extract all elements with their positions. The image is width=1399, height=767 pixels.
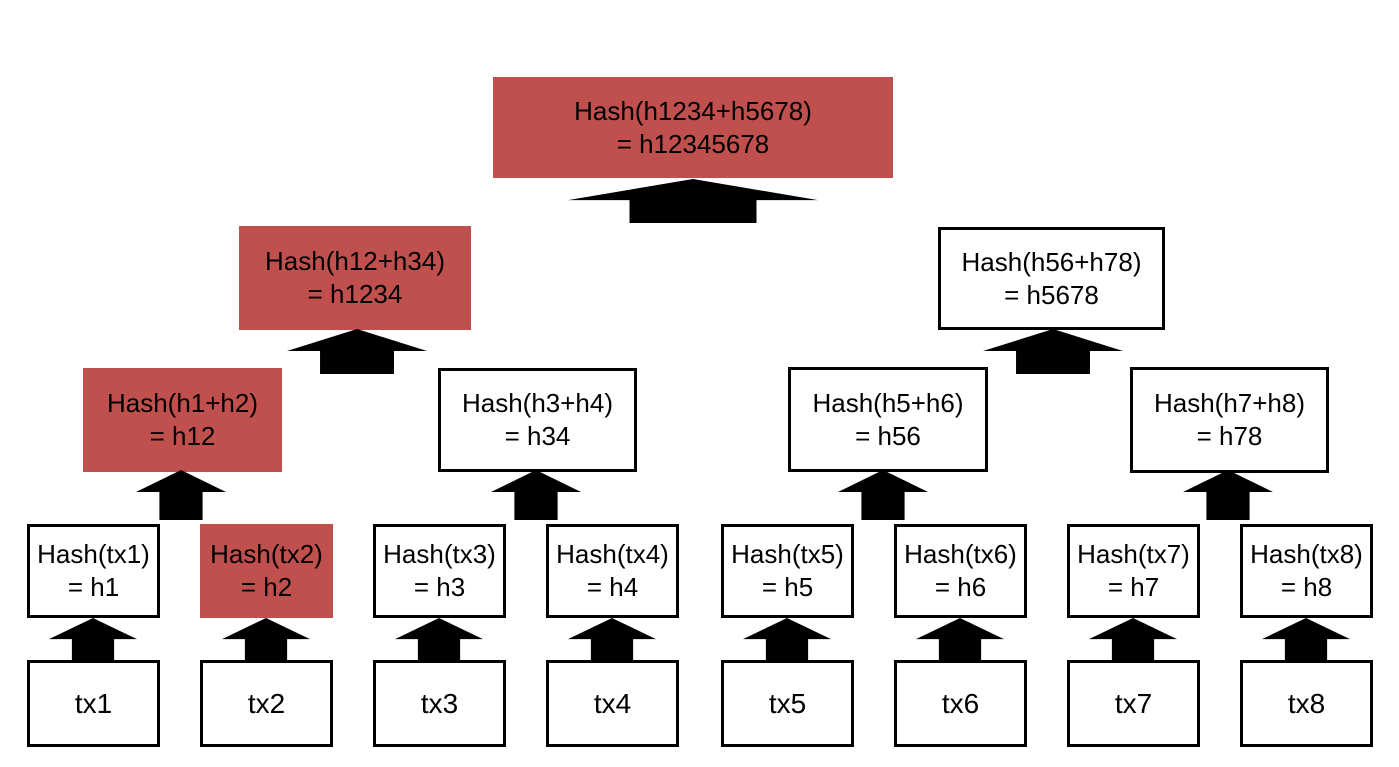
leaf-label: tx8 bbox=[1287, 688, 1326, 719]
leaf-tx6: tx6 bbox=[894, 660, 1027, 747]
node-label-line2: = h12345678 bbox=[616, 128, 770, 159]
leaf-label: tx7 bbox=[1114, 688, 1153, 719]
node-h78: Hash(h7+h8) = h78 bbox=[1130, 367, 1329, 473]
node-label-line1: Hash(tx3) bbox=[383, 539, 496, 569]
node-label-line2: = h8 bbox=[1280, 572, 1333, 602]
node-label-line2: = h2 bbox=[240, 572, 293, 602]
node-h8: Hash(tx8) = h8 bbox=[1240, 524, 1373, 618]
node-label-line2: = h5 bbox=[761, 572, 814, 602]
leaf-tx5: tx5 bbox=[721, 660, 854, 747]
up-arrow-h1234-icon bbox=[287, 329, 427, 374]
node-h1: Hash(tx1) = h1 bbox=[27, 524, 160, 618]
node-h12: Hash(h1+h2) = h12 bbox=[83, 368, 282, 472]
node-label-line2: = h6 bbox=[934, 572, 987, 602]
node-label-line1: Hash(h12+h34) bbox=[265, 246, 445, 276]
node-h12345678: Hash(h1234+h5678) = h12345678 bbox=[493, 77, 893, 178]
node-h7: Hash(tx7) = h7 bbox=[1067, 524, 1200, 618]
node-h5: Hash(tx5) = h5 bbox=[721, 524, 854, 618]
up-arrow-tx6-icon bbox=[916, 618, 1004, 663]
node-label-line1: Hash(h3+h4) bbox=[461, 388, 614, 418]
node-h4: Hash(tx4) = h4 bbox=[546, 524, 679, 618]
node-label-line1: Hash(tx1) bbox=[37, 539, 150, 569]
node-h1234: Hash(h12+h34) = h1234 bbox=[239, 226, 471, 330]
node-label-line2: = h7 bbox=[1107, 572, 1160, 602]
node-h5678: Hash(h56+h78) = h5678 bbox=[938, 227, 1165, 330]
up-arrow-tx5-icon bbox=[743, 618, 831, 663]
node-label-line2: = h4 bbox=[586, 572, 639, 602]
node-label-line2: = h34 bbox=[504, 421, 571, 451]
leaf-tx1: tx1 bbox=[27, 660, 160, 747]
node-label-line1: Hash(h7+h8) bbox=[1153, 388, 1306, 418]
node-h34: Hash(h3+h4) = h34 bbox=[438, 368, 637, 472]
up-arrow-h34-icon bbox=[491, 470, 581, 520]
node-label-line1: Hash(h1234+h5678) bbox=[574, 95, 812, 126]
node-label-line2: = h1 bbox=[67, 572, 120, 602]
node-h56: Hash(h5+h6) = h56 bbox=[788, 367, 988, 472]
node-label-line2: = h78 bbox=[1196, 421, 1263, 451]
node-label-line2: = h5678 bbox=[1004, 279, 1099, 310]
node-label-line1: Hash(h5+h6) bbox=[812, 387, 964, 418]
leaf-label: tx5 bbox=[768, 688, 807, 719]
node-label-line2: = h3 bbox=[413, 572, 466, 602]
leaf-label: tx3 bbox=[420, 688, 459, 719]
node-label-line2: = h56 bbox=[855, 420, 921, 451]
node-label-line2: = h12 bbox=[149, 421, 216, 451]
node-h6: Hash(tx6) = h6 bbox=[894, 524, 1027, 618]
leaf-tx7: tx7 bbox=[1067, 660, 1200, 747]
node-label-line1: Hash(tx7) bbox=[1077, 539, 1190, 569]
up-arrow-h78-icon bbox=[1183, 470, 1273, 520]
node-label-line1: Hash(tx2) bbox=[210, 539, 323, 569]
up-arrow-h56-icon bbox=[838, 470, 928, 520]
node-h3: Hash(tx3) = h3 bbox=[373, 524, 506, 618]
up-arrow-tx1-icon bbox=[49, 618, 137, 663]
leaf-tx4: tx4 bbox=[546, 660, 679, 747]
node-h2: Hash(tx2) = h2 bbox=[200, 524, 333, 618]
leaf-tx2: tx2 bbox=[200, 660, 333, 747]
up-arrow-tx7-icon bbox=[1089, 618, 1177, 663]
up-arrow-h12-icon bbox=[136, 470, 226, 520]
leaf-label: tx6 bbox=[941, 688, 980, 719]
node-label-line1: Hash(tx5) bbox=[731, 539, 844, 569]
leaf-label: tx2 bbox=[247, 688, 286, 719]
leaf-label: tx1 bbox=[74, 688, 113, 719]
up-arrow-tx3-icon bbox=[395, 618, 483, 663]
node-label-line1: Hash(tx8) bbox=[1250, 539, 1363, 569]
node-label-line2: = h1234 bbox=[307, 279, 403, 309]
node-label-line1: Hash(tx6) bbox=[904, 539, 1017, 569]
leaf-tx3: tx3 bbox=[373, 660, 506, 747]
up-arrow-root-icon bbox=[568, 179, 818, 223]
leaf-tx8: tx8 bbox=[1240, 660, 1373, 747]
up-arrow-h5678-icon bbox=[983, 329, 1123, 374]
up-arrow-tx2-icon bbox=[222, 618, 310, 663]
up-arrow-tx4-icon bbox=[568, 618, 656, 663]
up-arrow-tx8-icon bbox=[1262, 618, 1350, 663]
node-label-line1: Hash(h56+h78) bbox=[961, 246, 1142, 277]
node-label-line1: Hash(h1+h2) bbox=[106, 388, 259, 418]
node-label-line1: Hash(tx4) bbox=[556, 539, 669, 569]
leaf-label: tx4 bbox=[593, 688, 632, 719]
